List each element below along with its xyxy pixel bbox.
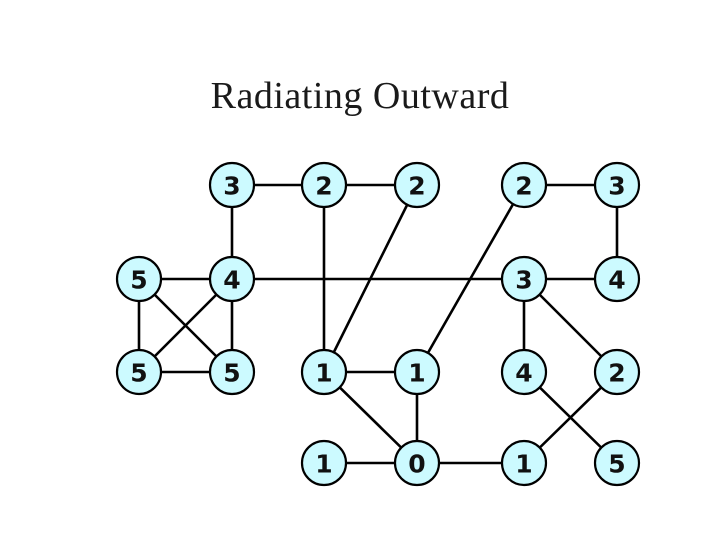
graph-node[interactable]: 1 bbox=[300, 439, 348, 487]
graph-node[interactable]: 5 bbox=[115, 255, 163, 303]
graph-node[interactable]: 1 bbox=[300, 348, 348, 396]
node-label: 2 bbox=[408, 172, 425, 201]
graph-node[interactable]: 2 bbox=[593, 348, 641, 396]
node-circle[interactable] bbox=[593, 348, 641, 396]
graph-node[interactable]: 5 bbox=[208, 348, 256, 396]
node-label: 1 bbox=[315, 450, 332, 479]
graph-node[interactable]: 2 bbox=[500, 161, 548, 209]
graph-node[interactable]: 5 bbox=[115, 348, 163, 396]
node-circle[interactable] bbox=[500, 255, 548, 303]
node-label: 4 bbox=[223, 266, 240, 295]
node-circle[interactable] bbox=[115, 348, 163, 396]
node-label: 1 bbox=[315, 359, 332, 388]
node-circle[interactable] bbox=[593, 439, 641, 487]
node-label: 2 bbox=[515, 172, 532, 201]
node-label: 1 bbox=[408, 359, 425, 388]
node-label: 3 bbox=[515, 266, 532, 295]
node-label: 2 bbox=[608, 359, 625, 388]
node-circle[interactable] bbox=[500, 161, 548, 209]
node-circle[interactable] bbox=[208, 255, 256, 303]
node-label: 2 bbox=[315, 172, 332, 201]
graph-node[interactable]: 0 bbox=[393, 439, 441, 487]
node-label: 5 bbox=[223, 359, 240, 388]
node-circle[interactable] bbox=[208, 348, 256, 396]
node-circle[interactable] bbox=[500, 348, 548, 396]
node-label: 5 bbox=[608, 450, 625, 479]
node-circle[interactable] bbox=[500, 439, 548, 487]
node-circle[interactable] bbox=[593, 255, 641, 303]
graph-node[interactable]: 5 bbox=[593, 439, 641, 487]
graph-node[interactable]: 1 bbox=[393, 348, 441, 396]
node-circle[interactable] bbox=[393, 439, 441, 487]
graph-node[interactable]: 1 bbox=[500, 439, 548, 487]
node-circle[interactable] bbox=[393, 161, 441, 209]
node-layer: 3 2 2 2 3 5 4 3 4 5 5 1 1 4 2 1 0 1 5 bbox=[115, 161, 641, 487]
node-label: 0 bbox=[408, 450, 425, 479]
node-label: 5 bbox=[130, 359, 147, 388]
graph-node[interactable]: 3 bbox=[500, 255, 548, 303]
graph-node[interactable]: 3 bbox=[593, 161, 641, 209]
node-label: 4 bbox=[515, 359, 532, 388]
edge-layer bbox=[137, 183, 619, 465]
node-circle[interactable] bbox=[300, 161, 348, 209]
graph-node[interactable]: 3 bbox=[208, 161, 256, 209]
node-label: 5 bbox=[130, 266, 147, 295]
graph-node[interactable]: 4 bbox=[593, 255, 641, 303]
graph-node[interactable]: 2 bbox=[393, 161, 441, 209]
graph-node[interactable]: 2 bbox=[300, 161, 348, 209]
node-label: 4 bbox=[608, 266, 625, 295]
node-label: 1 bbox=[515, 450, 532, 479]
node-circle[interactable] bbox=[300, 348, 348, 396]
node-circle[interactable] bbox=[393, 348, 441, 396]
node-label: 3 bbox=[608, 172, 625, 201]
node-circle[interactable] bbox=[300, 439, 348, 487]
graph-node[interactable]: 4 bbox=[208, 255, 256, 303]
node-circle[interactable] bbox=[593, 161, 641, 209]
graph-node[interactable]: 4 bbox=[500, 348, 548, 396]
node-circle[interactable] bbox=[208, 161, 256, 209]
node-label: 3 bbox=[223, 172, 240, 201]
node-circle[interactable] bbox=[115, 255, 163, 303]
page-title: Radiating Outward bbox=[210, 75, 510, 117]
